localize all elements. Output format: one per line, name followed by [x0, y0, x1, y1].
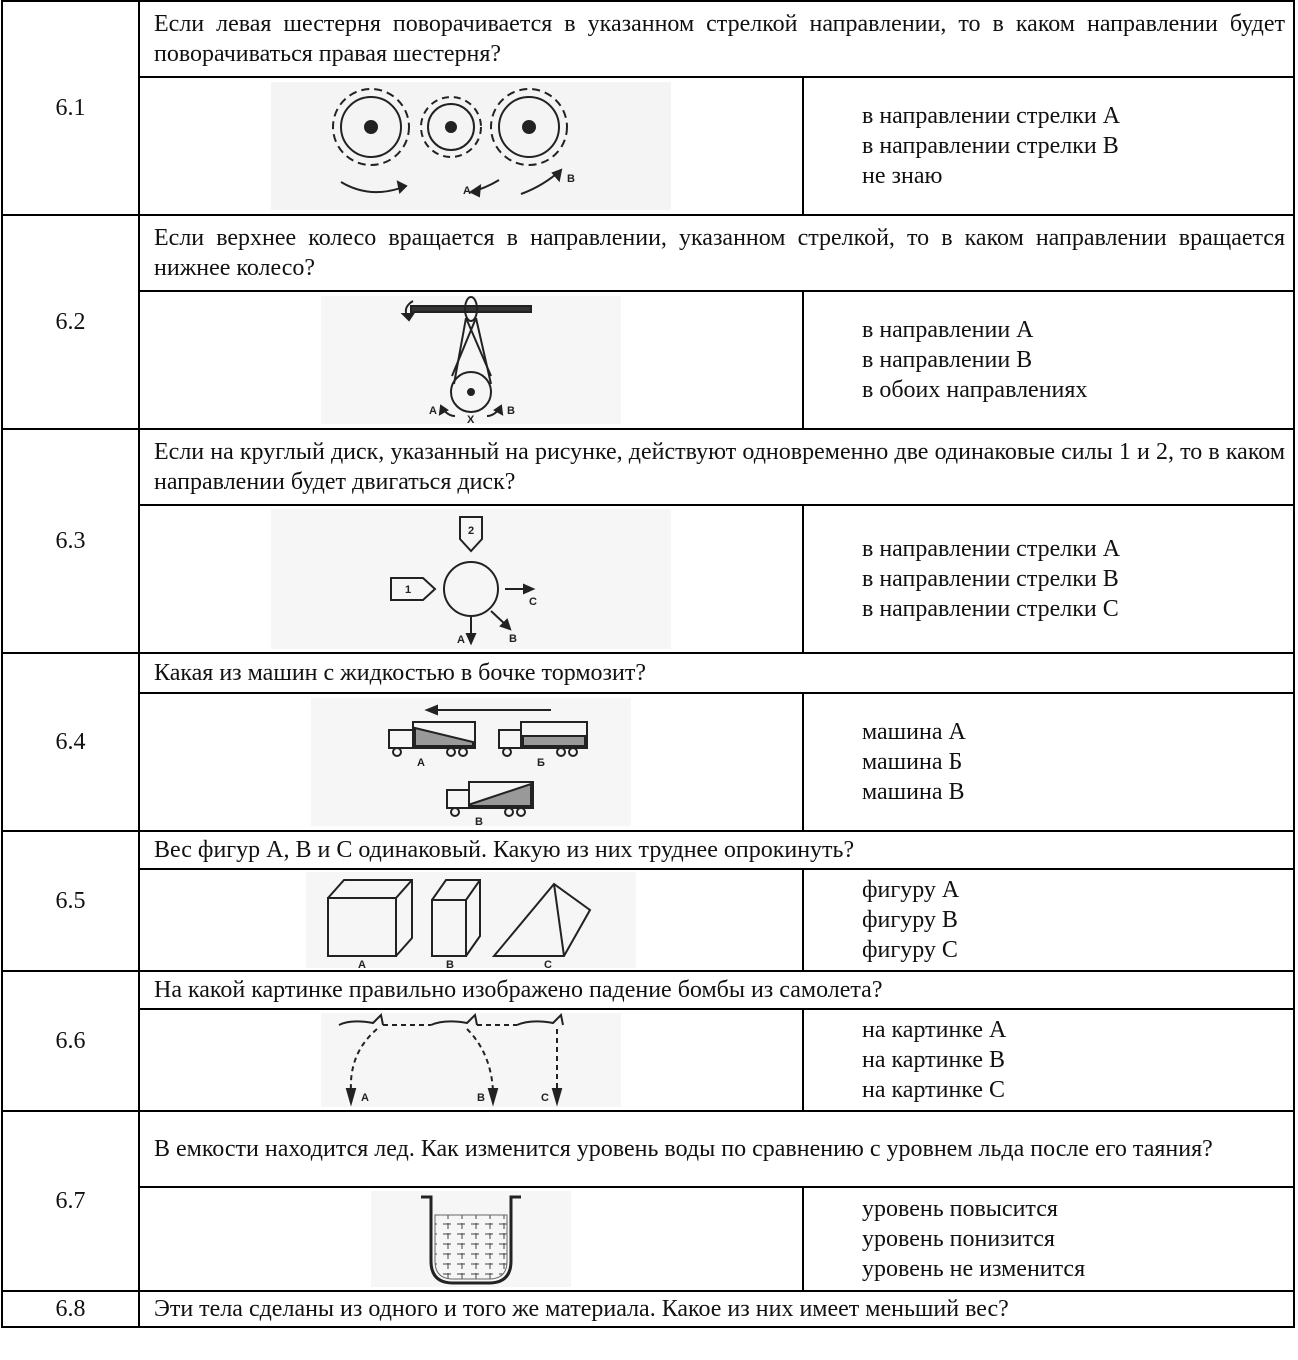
- answer-options: уровень повысится уровень понизится уров…: [802, 1186, 1295, 1292]
- answer-option[interactable]: на картинке С: [862, 1077, 1006, 1103]
- answer-options: в направлении стрелки А в направлении ст…: [802, 504, 1295, 654]
- planes-bombs-figure: A B C: [138, 1008, 804, 1112]
- answer-option[interactable]: уровень понизится: [862, 1226, 1055, 1252]
- question-row: 6.3 Если на круглый диск, указанный на р…: [1, 428, 1295, 654]
- trucks-figure: A Б В: [138, 692, 804, 832]
- truck-label-a: A: [417, 757, 425, 769]
- question-row: 6.1 Если левая шестерня поворачивается в…: [1, 0, 1295, 216]
- answer-options: машина А машина Б машина В: [802, 692, 1295, 832]
- answer-option[interactable]: уровень не изменится: [862, 1256, 1086, 1282]
- belt-wheels-figure: A B X: [138, 290, 804, 430]
- answer-option[interactable]: фигуру А: [862, 877, 960, 903]
- ice-container-figure: [138, 1186, 804, 1292]
- question-text: В емкости находится лед. Как изменится у…: [138, 1110, 1295, 1188]
- answer-option[interactable]: машина А: [862, 719, 966, 745]
- answer-option[interactable]: фигуру В: [862, 907, 958, 933]
- truck-label-c: В: [475, 816, 483, 826]
- question-text: Если левая шестерня поворачивается в ука…: [138, 0, 1295, 78]
- answer-option[interactable]: на картинке В: [862, 1047, 1006, 1073]
- answer-row: A B в направлении стрелки А в направлени…: [2, 76, 1295, 216]
- question-number: 6.8: [1, 1290, 140, 1328]
- answer-option[interactable]: фигуру С: [862, 937, 958, 963]
- question-number: 6.2: [1, 214, 140, 430]
- question-row: 6.5 Вес фигур А, В и С одинаковый. Какую…: [1, 830, 1295, 972]
- question-row: 6.2 Если верхнее колесо вращается в напр…: [1, 214, 1295, 430]
- question-row: 6.4 Какая из машин с жидкостью в бочке т…: [1, 652, 1295, 832]
- answer-option[interactable]: уровень повысится: [862, 1196, 1058, 1222]
- answer-option[interactable]: на картинке А: [862, 1017, 1007, 1043]
- gears-figure: A B: [138, 76, 804, 216]
- questions-table: 6.1 Если левая шестерня поворачивается в…: [1, 0, 1295, 1328]
- question-number: 6.6: [1, 970, 140, 1112]
- question-row: 6.6 На какой картинке правильно изображе…: [1, 970, 1295, 1112]
- wheel-label-x: X: [467, 414, 475, 424]
- question-row: 6.7 В емкости находится лед. Как изменит…: [1, 1110, 1295, 1292]
- question-text: Если верхнее колесо вращается в направле…: [138, 214, 1295, 292]
- disk-forces-figure: 2 1 A B C: [138, 504, 804, 654]
- gear-arrow-label-a: A: [463, 185, 471, 197]
- answer-option[interactable]: в направлении А: [862, 317, 1034, 343]
- question-number: 6.1: [1, 0, 140, 216]
- answer-option[interactable]: в обоих направлениях: [862, 377, 1088, 403]
- answer-option[interactable]: в направлении стрелки В: [862, 133, 1119, 159]
- direction-label-c: C: [529, 596, 537, 608]
- answer-row: A B C на картинке А на картинке В на кар…: [2, 1008, 1295, 1112]
- force-label-2: 2: [468, 525, 474, 537]
- answer-row: уровень повысится уровень понизится уров…: [2, 1186, 1295, 1292]
- question-text: Если на круглый диск, указанный на рисун…: [138, 428, 1295, 506]
- answer-option[interactable]: машина В: [862, 779, 965, 805]
- answer-option[interactable]: не знаю: [862, 163, 943, 189]
- answer-row: A Б В машина А машина Б машина В: [2, 692, 1295, 832]
- question-row: 6.8 Эти тела сделаны из одного и того же…: [1, 1290, 1295, 1328]
- answer-options: на картинке А на картинке В на картинке …: [802, 1008, 1295, 1112]
- answer-options: в направлении стрелки А в направлении ст…: [802, 76, 1295, 216]
- answer-row: A B C фигуру А фигуру В фигуру С: [2, 868, 1295, 972]
- answer-option[interactable]: в направлении стрелки В: [862, 566, 1119, 592]
- answer-options: фигуру А фигуру В фигуру С: [802, 868, 1295, 972]
- question-text: Вес фигур А, В и С одинаковый. Какую из …: [138, 830, 1295, 870]
- question-number: 6.7: [1, 1110, 140, 1292]
- solid-label-b: B: [446, 959, 454, 968]
- bomb-label-a: A: [361, 1092, 369, 1104]
- solid-label-c: C: [544, 959, 552, 968]
- answer-option[interactable]: в направлении В: [862, 347, 1033, 373]
- bomb-label-b: B: [477, 1092, 485, 1104]
- question-text: На какой картинке правильно изображено п…: [138, 970, 1295, 1010]
- force-label-1: 1: [405, 584, 411, 596]
- question-number: 6.4: [1, 652, 140, 832]
- answer-option[interactable]: машина Б: [862, 749, 963, 775]
- gear-arrow-label-b: B: [567, 173, 575, 185]
- answer-option[interactable]: в направлении стрелки А: [862, 536, 1121, 562]
- answer-row: 2 1 A B C в направлении стрелки А в напр…: [2, 504, 1295, 654]
- answer-options: в направлении А в направлении В в обоих …: [802, 290, 1295, 430]
- question-number: 6.5: [1, 830, 140, 972]
- question-number: 6.3: [1, 428, 140, 654]
- direction-label-b: B: [509, 633, 517, 645]
- direction-label-a: A: [457, 634, 465, 646]
- question-text: Эти тела сделаны из одного и того же мат…: [138, 1290, 1295, 1328]
- answer-option[interactable]: в направлении стрелки С: [862, 596, 1119, 622]
- answer-row: A B X в направлении А в направлении В в …: [2, 290, 1295, 430]
- solid-label-a: A: [358, 959, 366, 968]
- question-text: Какая из машин с жидкостью в бочке тормо…: [138, 652, 1295, 694]
- solids-figure: A B C: [138, 868, 804, 972]
- wheel-label-b: B: [507, 405, 515, 417]
- answer-option[interactable]: в направлении стрелки А: [862, 103, 1121, 129]
- bomb-label-c: C: [541, 1092, 549, 1104]
- wheel-label-a: A: [429, 405, 437, 417]
- truck-label-b: Б: [537, 757, 545, 769]
